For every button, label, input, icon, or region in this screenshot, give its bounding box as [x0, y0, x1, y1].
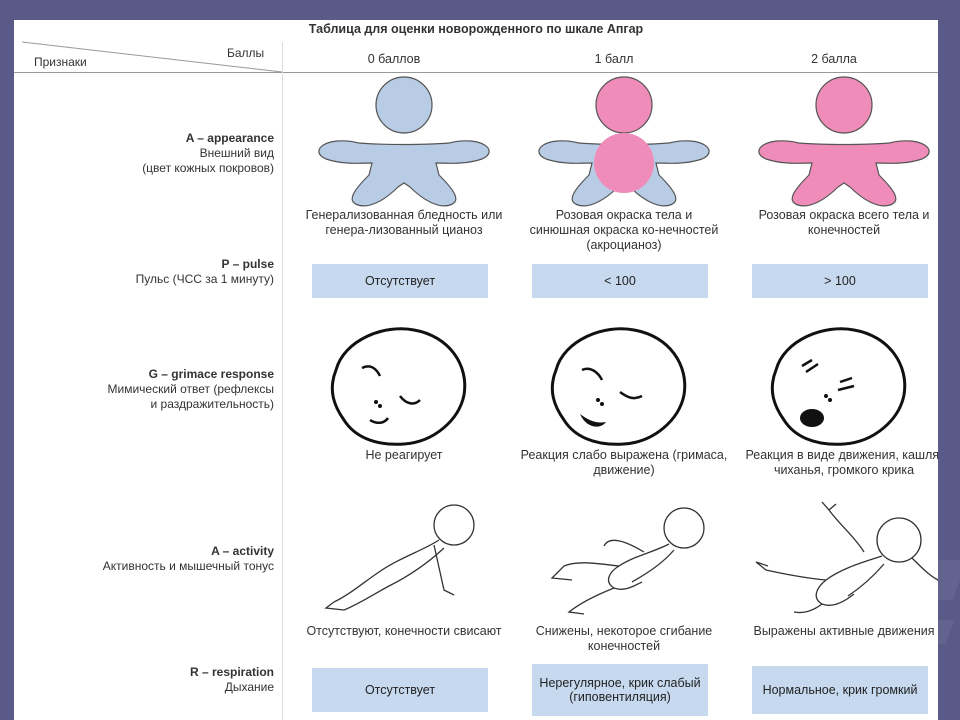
activity-caption-1: Снижены, некоторое сгибание конечностей — [535, 624, 713, 653]
respiration-box-0: Отсутствует — [312, 668, 488, 712]
sign-grimace-en: G – grimace response — [148, 367, 274, 381]
sign-grimace-ru2: и раздражительность) — [150, 397, 274, 411]
sign-grimace: G – grimace response Мимический ответ (р… — [14, 367, 274, 412]
face-weak-reaction-icon — [550, 327, 687, 446]
sign-appearance: A – appearance Внешний вид (цвет кожных … — [14, 131, 274, 176]
sign-respiration: R – respiration Дыхание — [14, 665, 274, 695]
appearance-caption-0: Генерализованная бледность или генера-ли… — [305, 208, 503, 237]
column-divider — [282, 42, 283, 720]
baby-flexion-icon — [550, 507, 705, 615]
baby-active-icon — [755, 501, 938, 614]
sign-respiration-en: R – respiration — [189, 665, 274, 679]
signs-label: Признаки — [34, 55, 87, 69]
sign-appearance-ru2: (цвет кожных покровов) — [142, 161, 274, 175]
sign-activity: A – activity Активность и мышечный тонус — [14, 544, 274, 574]
sign-grimace-ru: Мимический ответ (рефлексы — [107, 382, 274, 396]
header-divider — [14, 72, 938, 73]
appearance-caption-2: Розовая окраска всего тела и конечностей — [758, 208, 930, 237]
table-title: Таблица для оценки новорожденного по шка… — [308, 22, 644, 36]
baby-figure-pink — [758, 76, 930, 207]
column-header-1: 1 балл — [594, 52, 634, 66]
activity-caption-2: Выражены активные движения — [753, 624, 935, 638]
apgar-table-sheet: Таблица для оценки новорожденного по шка… — [14, 20, 938, 720]
header-diagonal-line — [21, 41, 283, 73]
points-label: Баллы — [227, 46, 265, 60]
sign-activity-en: A – activity — [211, 544, 274, 558]
column-header-0: 0 баллов — [367, 52, 421, 66]
grimace-caption-2: Реакция в виде движения, кашля, чиханья,… — [745, 448, 938, 477]
baby-figure-pale — [318, 76, 490, 207]
grimace-caption-0: Не реагирует — [365, 448, 443, 462]
appearance-caption-1: Розовая окраска тела и синюшная окраска … — [529, 208, 719, 252]
face-crying-icon — [770, 327, 907, 446]
pulse-box-0: Отсутствует — [312, 264, 488, 298]
sign-pulse-ru: Пульс (ЧСС за 1 минуту) — [135, 272, 274, 286]
sign-appearance-en: A – appearance — [185, 131, 274, 145]
respiration-box-2: Нормальное, крик громкий — [752, 666, 928, 714]
sign-pulse: P – pulse Пульс (ЧСС за 1 минуту) — [14, 257, 274, 287]
face-no-reaction-icon — [330, 327, 467, 446]
sign-respiration-ru: Дыхание — [224, 680, 274, 694]
sign-activity-ru: Активность и мышечный тонус — [102, 559, 274, 573]
pulse-box-2: > 100 — [752, 264, 928, 298]
baby-limp-icon — [324, 504, 475, 611]
activity-caption-0: Отсутствуют, конечности свисают — [306, 624, 502, 638]
sign-appearance-ru: Внешний вид — [199, 146, 274, 160]
pulse-box-1: < 100 — [532, 264, 708, 298]
grimace-caption-1: Реакция слабо выражена (гримаса, движени… — [520, 448, 728, 477]
sign-pulse-en: P – pulse — [221, 257, 274, 271]
baby-figure-acrocyanosis — [538, 76, 710, 207]
respiration-box-1: Нерегулярное, крик слабый (гиповентиляци… — [532, 664, 708, 716]
column-header-2: 2 балла — [811, 52, 857, 66]
